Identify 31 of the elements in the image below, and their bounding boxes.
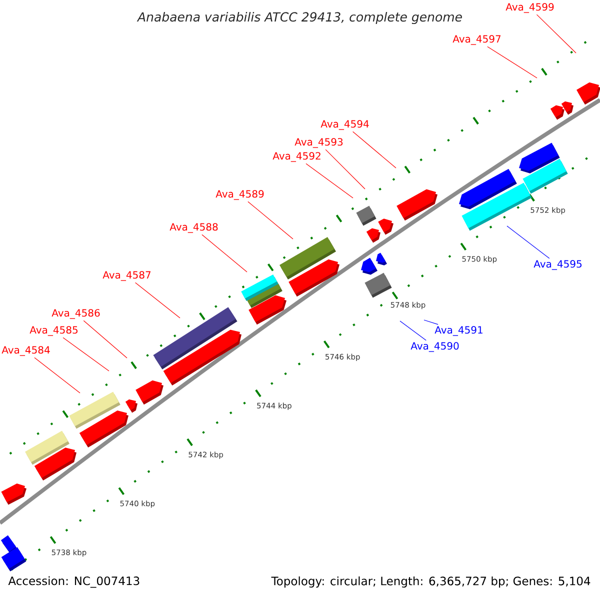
gene-label: Ava_4594 bbox=[320, 120, 369, 130]
gene-label: Ava_4599 bbox=[506, 3, 554, 13]
gene-label: Ava_4586 bbox=[52, 309, 100, 319]
gene-label: Ava_4587 bbox=[102, 271, 151, 281]
leader-line bbox=[536, 14, 576, 54]
gene-label: Ava_4592 bbox=[272, 152, 320, 162]
gene-label: Ava_4591 bbox=[434, 326, 482, 336]
leader-line bbox=[248, 201, 294, 240]
leader-line bbox=[202, 234, 248, 272]
leader-line bbox=[62, 337, 110, 372]
gene-label: Ava_4593 bbox=[294, 138, 343, 148]
leader-line bbox=[34, 357, 80, 394]
leader-line bbox=[135, 282, 180, 318]
leader-line bbox=[306, 163, 354, 198]
leader-line bbox=[325, 149, 366, 190]
leader-line bbox=[400, 320, 426, 341]
gene-label: Ava_4590 bbox=[410, 342, 459, 352]
gene-label: Ava_4585 bbox=[30, 326, 78, 336]
footer-text: Topology: circular; Length: 6,365,727 bp; Genes: 5,104 bbox=[271, 576, 590, 588]
gene-label: Ava_4595 bbox=[534, 260, 582, 270]
footer-text: Accession: NC_007413 bbox=[8, 576, 140, 588]
leader-line bbox=[487, 46, 538, 78]
title: Anabaena variabilis ATCC 29413, complete genome bbox=[136, 12, 462, 24]
leader-line bbox=[352, 131, 396, 168]
leader-line bbox=[424, 320, 438, 325]
gene-label: Ava_4584 bbox=[2, 346, 50, 356]
gene-label: Ava_4589 bbox=[216, 190, 264, 200]
leader-line bbox=[83, 320, 128, 358]
gene-label: Ava_4597 bbox=[452, 35, 501, 45]
gene-label: Ava_4588 bbox=[170, 223, 218, 233]
leader-line bbox=[506, 226, 550, 259]
